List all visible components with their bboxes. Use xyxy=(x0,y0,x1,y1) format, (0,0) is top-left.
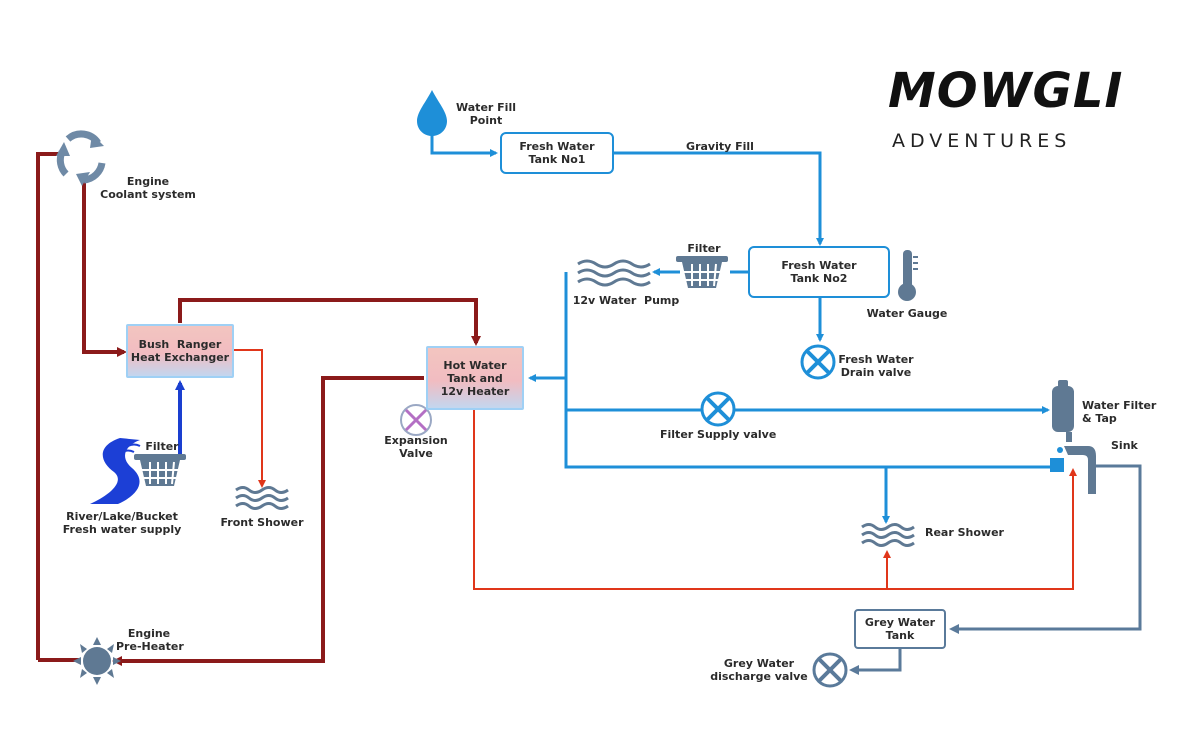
heat-exchanger-box: Bush Ranger Heat Exchanger xyxy=(126,324,234,378)
logo-subtitle: ADVENTURES xyxy=(892,130,1072,152)
label-water-gauge: Water Gauge xyxy=(866,307,948,320)
coolant-line xyxy=(36,152,481,666)
sink-tap-icon xyxy=(1050,446,1096,494)
grey-water-tank: Grey Water Tank xyxy=(854,609,946,649)
water-drop-icon xyxy=(417,90,447,136)
label-filter-supply-valve: Filter Supply valve xyxy=(660,428,777,441)
front-shower-wave-icon xyxy=(235,486,289,510)
sun-icon xyxy=(73,637,121,685)
label-grey-discharge-valve: Grey Water discharge valve xyxy=(710,657,808,683)
label-front-shower: Front Shower xyxy=(220,516,304,529)
filter-supply-valve-icon xyxy=(700,391,736,427)
label-sink: Sink xyxy=(1111,439,1138,452)
grey-discharge-valve-icon xyxy=(812,652,848,688)
logo-title: MOWGLI xyxy=(888,63,1124,119)
hot-water-tank-box: Hot Water Tank and 12v Heater xyxy=(426,346,524,410)
river-ripples xyxy=(121,443,141,453)
river-filter-basket-icon xyxy=(134,454,186,486)
recycle-arrowheads xyxy=(56,134,104,186)
fresh-water-tank-2: Fresh Water Tank No2 xyxy=(748,246,890,298)
grey-water-lines xyxy=(849,464,1142,675)
river-icon xyxy=(90,438,140,504)
fresh-water-tank-1: Fresh Water Tank No1 xyxy=(500,132,614,174)
fresh-water-drain-valve-icon xyxy=(800,344,836,380)
thermometer-icon xyxy=(898,250,918,301)
rear-shower-wave-icon xyxy=(861,523,915,547)
label-fresh-water-drain: Fresh Water Drain valve xyxy=(838,353,914,379)
label-water-filter-tap: Water Filter & Tap xyxy=(1082,399,1157,425)
label-engine-coolant: Engine Coolant system xyxy=(100,175,196,201)
label-river-supply: River/Lake/Bucket Fresh water supply xyxy=(62,510,182,536)
expansion-valve-icon xyxy=(400,404,432,436)
label-gravity-fill: Gravity Fill xyxy=(686,140,754,153)
label-12v-water-pump: 12v Water Pump xyxy=(572,294,680,307)
pump-wave-icon xyxy=(577,259,651,287)
label-water-fill-point: Water Fill Point xyxy=(456,101,516,127)
water-filter-tap-icon xyxy=(1052,380,1074,442)
hot-water-lines xyxy=(234,349,1077,590)
label-expansion-valve: Expansion Valve xyxy=(384,434,448,460)
filter-basket-icon xyxy=(676,256,728,288)
label-filter-river: Filter xyxy=(145,440,179,453)
label-engine-preheater: Engine Pre-Heater xyxy=(116,627,184,653)
label-rear-shower: Rear Shower xyxy=(925,526,1004,539)
label-filter-top: Filter xyxy=(687,242,721,255)
fresh-water-lines xyxy=(430,132,1050,524)
